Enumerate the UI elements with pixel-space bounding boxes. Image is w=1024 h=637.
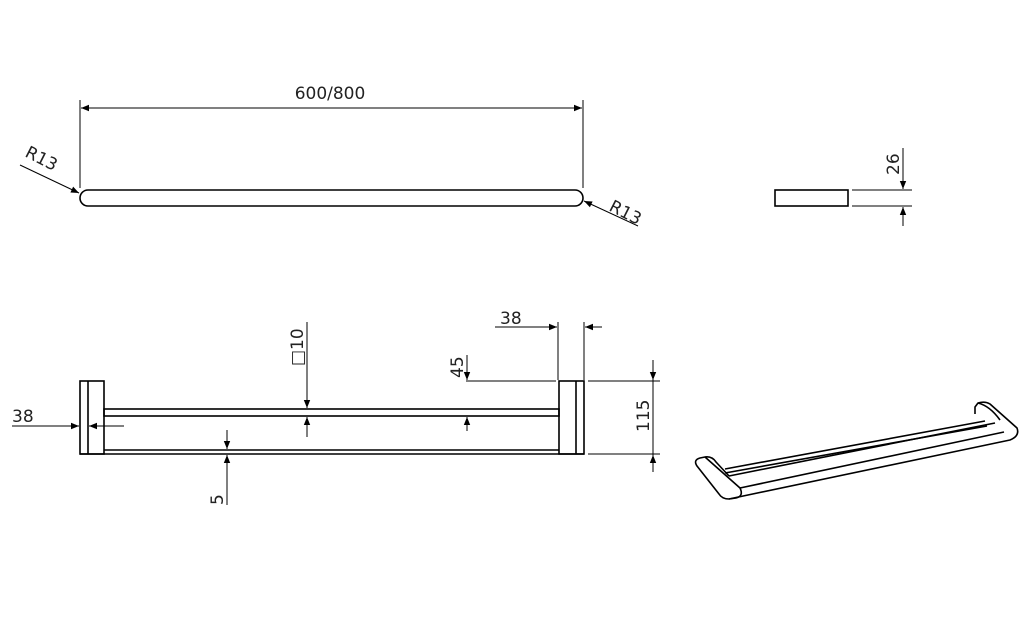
radius-label-left: R13 — [22, 143, 61, 176]
iso-left-bracket — [694, 456, 743, 500]
bar-section-label: □10 — [288, 328, 308, 366]
side-profile-outline — [774, 189, 849, 207]
thickness-label: 26 — [884, 153, 904, 175]
base-thickness-label: 5 — [208, 494, 228, 505]
radius-label-right: R13 — [606, 197, 645, 230]
towel-rail-top-outline — [79, 189, 584, 207]
iso-left-bracket-edge — [704, 456, 730, 477]
right-bracket — [558, 380, 585, 455]
left-bracket-width-label: 38 — [12, 407, 34, 427]
iso-right-bracket-edge — [977, 402, 1001, 421]
iso-lower-rail — [728, 401, 1019, 500]
length-dimension-label: 600/800 — [295, 84, 366, 104]
height-label: 115 — [634, 400, 654, 432]
side-view: 26 — [774, 148, 912, 226]
top-view: 600/800 R13 R13 — [19, 84, 645, 230]
iso-upper-rail — [724, 420, 988, 474]
iso-lower-rail-top — [728, 422, 1005, 489]
radius-leader-left — [19, 164, 80, 194]
left-bracket — [79, 380, 105, 455]
upper-rail — [103, 408, 560, 417]
radius-leader-right — [583, 200, 639, 227]
bar-offset-label: 45 — [448, 356, 468, 378]
isometric-view — [694, 401, 1019, 500]
front-view: 38 □10 5 45 38 115 — [12, 309, 660, 505]
right-bracket-width-label: 38 — [500, 309, 522, 329]
